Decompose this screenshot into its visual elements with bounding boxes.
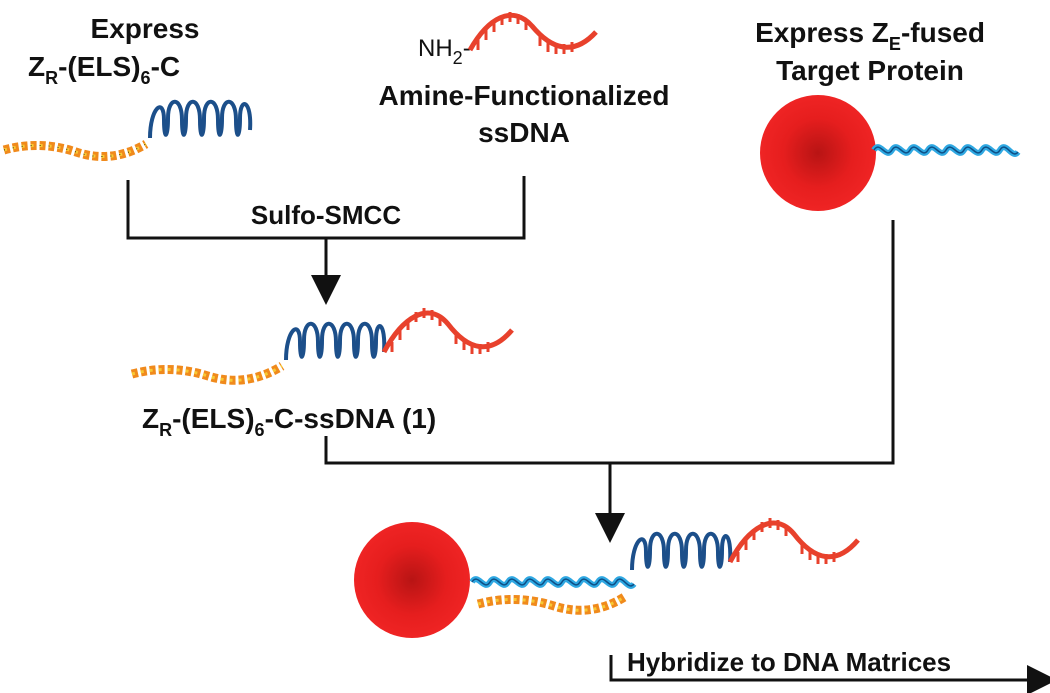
final-coil-icon: [630, 531, 733, 571]
express-ze-label-line2: Target Protein: [776, 55, 964, 86]
product-ssdna-icon: [381, 308, 514, 354]
product-chain-icon: [130, 362, 285, 385]
final-helix-icon: [469, 576, 637, 589]
express-zr-label-line2: ZR-(ELS)6-C: [28, 51, 180, 88]
product-coil-icon: [284, 321, 387, 361]
final-protein-icon: [354, 522, 470, 638]
final-ssdna-icon: [727, 518, 860, 564]
express-zr-label-line1: Express: [91, 13, 200, 44]
sulfo-smcc-label: Sulfo-SMCC: [251, 200, 401, 230]
express-ze-label-line1: Express ZE-fused: [755, 17, 985, 54]
target-protein-icon: [760, 95, 876, 211]
nh2-label: NH2-: [418, 35, 471, 68]
product-label: ZR-(ELS)6-C-ssDNA (1): [142, 403, 436, 440]
coiled-coil-icon: [148, 99, 253, 139]
ssdna-strand-icon: [467, 12, 598, 54]
final-chain-icon: [476, 592, 629, 615]
hybridize-arrow: [609, 655, 1050, 693]
ze-helix-icon: [871, 144, 1021, 157]
amine-label-line2: ssDNA: [478, 117, 570, 148]
amine-label-line1: Amine-Functionalized: [379, 80, 670, 111]
hybridize-label: Hybridize to DNA Matrices: [627, 647, 951, 677]
els-chain-icon: [2, 140, 149, 161]
